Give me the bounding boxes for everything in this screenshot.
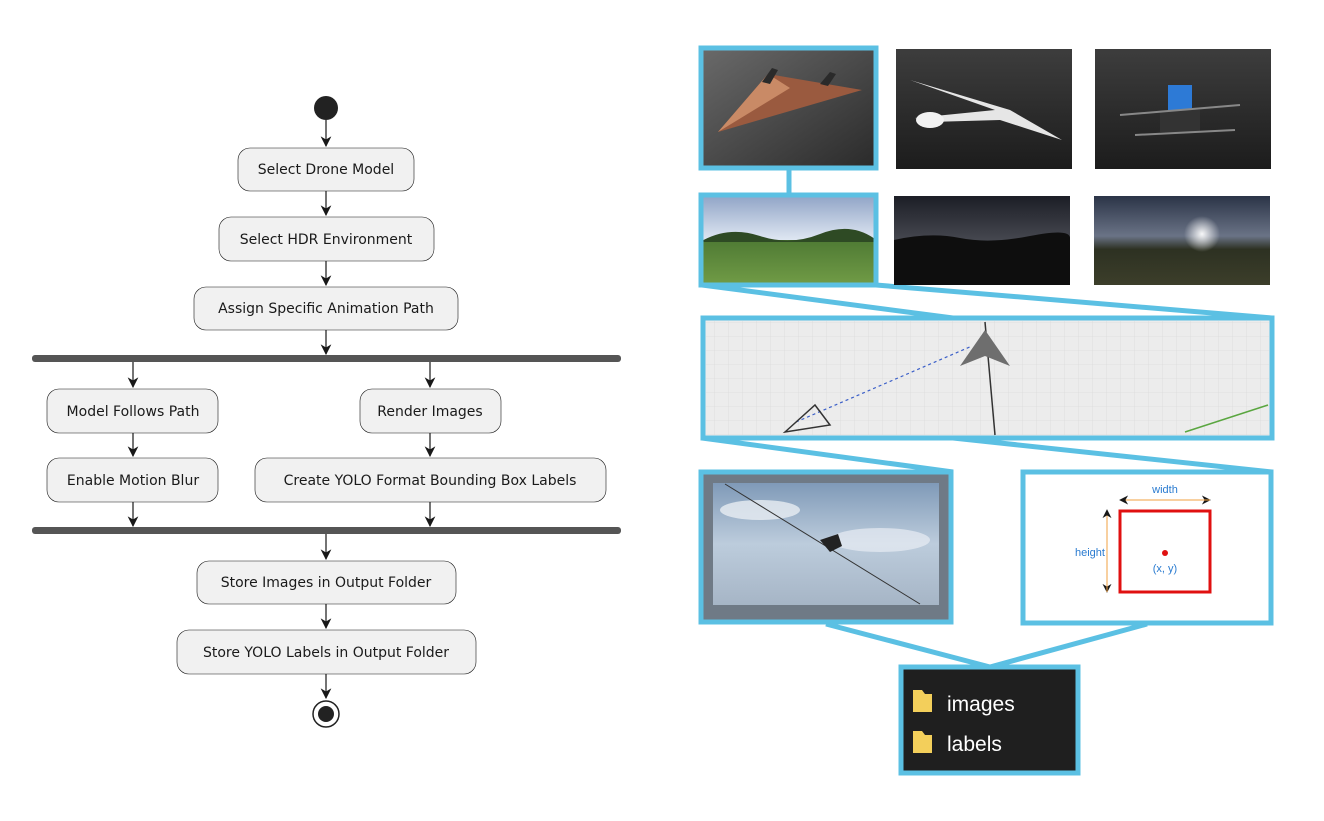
yolo-bounding-box-illustration: width height (x, y) (1020, 469, 1274, 626)
folder-icon (913, 690, 932, 712)
bbox-center-label: (x, y) (1153, 563, 1177, 575)
folder-icon (913, 731, 932, 753)
activity-create-yolo-labels: Create YOLO Format Bounding Box Labels (254, 457, 607, 503)
end-node-icon (312, 700, 340, 728)
activity-label: Store Images in Output Folder (221, 575, 432, 591)
activity-label: Model Follows Path (67, 404, 200, 420)
bbox-center-point (1162, 550, 1168, 556)
activity-store-yolo-labels: Store YOLO Labels in Output Folder (176, 629, 477, 675)
folder-label: labels (947, 733, 1002, 756)
fork-bar (32, 355, 621, 362)
activity-store-images: Store Images in Output Folder (196, 560, 457, 605)
rendered-image-preview (698, 469, 954, 625)
activity-assign-animation-path: Assign Specific Animation Path (193, 286, 459, 331)
visual-pipeline: width height (x, y) images labels (698, 45, 1275, 776)
start-node-icon (314, 96, 338, 120)
activity-select-drone-model: Select Drone Model (237, 147, 415, 192)
activity-model-follows-path: Model Follows Path (46, 388, 219, 434)
hdr-environment-thumbnail-dusk (1094, 196, 1270, 285)
join-bar (32, 527, 621, 534)
activity-label: Select Drone Model (258, 162, 394, 178)
drone-model-thumbnail-quadcopter (1095, 49, 1271, 169)
output-folder-explorer: images labels (898, 664, 1081, 776)
activity-label: Create YOLO Format Bounding Box Labels (284, 473, 577, 489)
bbox-height-label: height (1075, 547, 1105, 559)
drone-model-thumbnail-selected (698, 45, 879, 171)
folder-item-images[interactable]: images (913, 690, 1015, 716)
hdr-environment-thumbnail-selected (698, 192, 879, 288)
folder-item-labels[interactable]: labels (913, 731, 1002, 756)
hdr-environment-thumbnail-night (894, 196, 1070, 285)
flow-connectors (127, 120, 436, 700)
activity-label: Select HDR Environment (240, 232, 413, 248)
activity-select-hdr-environment: Select HDR Environment (218, 216, 435, 262)
pipeline-connectors (701, 168, 1273, 670)
drone-model-thumbnail-fixed-wing (896, 49, 1072, 169)
activity-render-images: Render Images (359, 388, 502, 434)
activity-label: Assign Specific Animation Path (218, 301, 434, 317)
activity-label: Store YOLO Labels in Output Folder (203, 645, 449, 661)
bounding-box (1118, 509, 1212, 594)
activity-label: Enable Motion Blur (67, 473, 199, 489)
activity-diagram: Select Drone Model Select HDR Environmen… (32, 96, 621, 728)
folder-label: images (947, 693, 1015, 716)
animation-path-scene (700, 315, 1275, 441)
bbox-width-label: width (1151, 484, 1178, 496)
activity-enable-motion-blur: Enable Motion Blur (46, 457, 219, 503)
activity-label: Render Images (377, 404, 482, 420)
